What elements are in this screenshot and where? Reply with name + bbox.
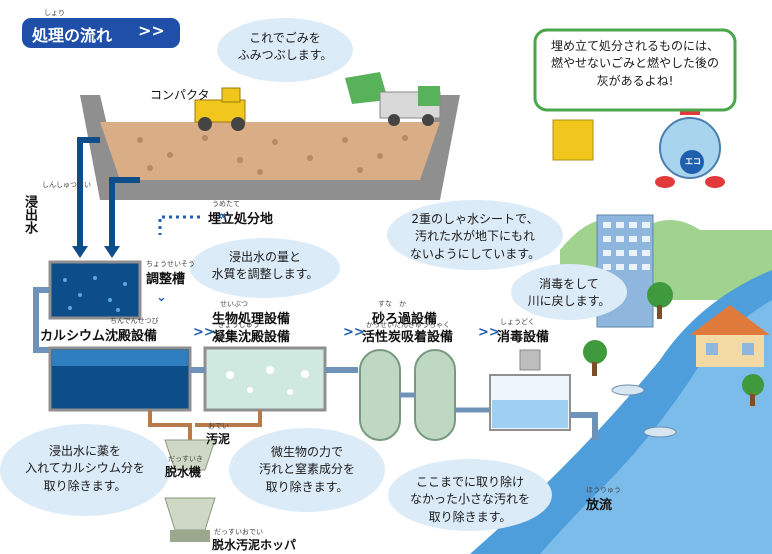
title-badge (22, 18, 180, 48)
hopper (164, 497, 216, 531)
truck-bed (345, 72, 388, 104)
title-ruby: しょり (44, 9, 65, 17)
adjust-tank (48, 260, 142, 320)
label-hopper: 脱水汚泥ホッパ (212, 538, 297, 552)
dewater-machine (164, 439, 216, 471)
label-calcium-ruby: ちんでんせつび (110, 317, 159, 325)
leachate-pipe (77, 137, 100, 252)
flow-arrow-icon: >> (193, 325, 215, 340)
label-calcium: カルシウム沈殿設備 (40, 329, 158, 344)
tree (742, 374, 764, 396)
mascot-badge-text: エコ (685, 157, 701, 166)
sludge-pipe (195, 410, 262, 427)
label-sand: 砂ろ過設備 (372, 312, 438, 327)
label-landfill-ruby: うめたて (212, 200, 240, 208)
bubble-calcium (0, 424, 170, 516)
fish (611, 384, 645, 396)
label-disinfect-ruby: しょうどく (500, 318, 535, 326)
label-bio-ruby: せいぶつ (220, 300, 248, 308)
bubble-disinfect-text: 消毒をして 川に戻します。 (527, 277, 611, 309)
sand-filter (359, 349, 401, 441)
mascot-badge (680, 150, 704, 174)
label-leachate-ruby: しんしゅつすい (42, 181, 91, 189)
house-roof (690, 305, 770, 335)
landfill-arrow-icon: « (218, 209, 227, 224)
tree (647, 282, 673, 308)
ash-box (552, 119, 594, 161)
label-landfill: 埋立処分地 (208, 212, 274, 227)
fish (643, 426, 677, 438)
mascot-head (659, 117, 721, 179)
label-compactor: コンパクタ (150, 88, 210, 102)
underground-flow (158, 215, 200, 235)
bubble-sheet (387, 200, 563, 270)
bubble-mascot-text: 埋め立て処分されるものには、 燃やせないごみと燃やした後の 灰があるよね! (550, 39, 719, 88)
flow-arrow-icon: >> (343, 325, 365, 340)
title-text: 処理の流れ (32, 26, 113, 45)
label-sand-ruby: すな か (378, 300, 406, 308)
bubble-bio-text: 微生物の力で 汚れと窒素成分を 取り除きます。 (258, 445, 355, 494)
title-arrow-icon: >> (138, 21, 165, 40)
landfill-soil (100, 122, 440, 180)
label-carbon: 活性炭吸着設備 (362, 330, 454, 345)
landfill-wall (80, 95, 460, 200)
bio-tank (203, 346, 327, 412)
bubble-compactor-text: これでごみを ふみつぶします。 (237, 31, 333, 63)
label-adjust-tank-ruby: ちょうせいそう (146, 260, 195, 268)
label-sludge: 汚泥 (206, 432, 231, 446)
bubble-mascot (533, 28, 737, 112)
label-hopper-ruby: だっすいおでい (214, 528, 263, 536)
bubble-compactor (217, 18, 353, 82)
compactor-body (194, 99, 246, 123)
bubble-calcium-text: 浸出水に薬を 入れてカルシウム分を 取り除きます。 (25, 444, 145, 493)
down-arrow-icon: ⌄ (156, 290, 167, 305)
bubble-bio (229, 428, 385, 512)
bubble-filter-text: ここまでに取り除け なかった小さな汚れを 取り除きます。 (409, 475, 530, 524)
bubble-sheet-text: 2重のしゃ水シートで、 汚れた水が地下にもれ ないようにしています。 (409, 212, 541, 261)
label-leachate: 浸出水 (22, 195, 37, 234)
label-discharge: 放流 (586, 498, 613, 513)
flow-arrow-icon: >> (478, 325, 500, 340)
label-dewater: 脱水機 (165, 465, 202, 479)
sludge-pipe (148, 410, 192, 440)
bubble-adjust-text: 浸出水の量と 水質を調整します。 (211, 250, 319, 282)
label-dewater-ruby: だっすいき (168, 455, 203, 463)
label-discharge-ruby: ほうりゅう (586, 486, 621, 494)
connector-pipe (33, 287, 50, 353)
label-coag-ruby: ぎょうしゅう (218, 321, 260, 329)
carbon-filter (414, 349, 456, 441)
bubble-adjust (190, 238, 340, 298)
label-carbon-ruby: かっせいたんきゅうちゃく (366, 321, 450, 329)
bubble-filter (388, 459, 552, 531)
label-adjust-tank: 調整槽 (146, 272, 186, 287)
label-coag: 凝集沈殿設備 (212, 330, 291, 345)
label-bio: 生物処理設備 (212, 312, 291, 327)
label-sludge-ruby: おでい (208, 422, 229, 430)
tree (583, 340, 607, 364)
leachate-pipe (109, 177, 140, 252)
label-disinfect: 消毒設備 (497, 330, 550, 345)
discharge-pipe (570, 412, 598, 440)
bubble-disinfect (511, 264, 627, 320)
